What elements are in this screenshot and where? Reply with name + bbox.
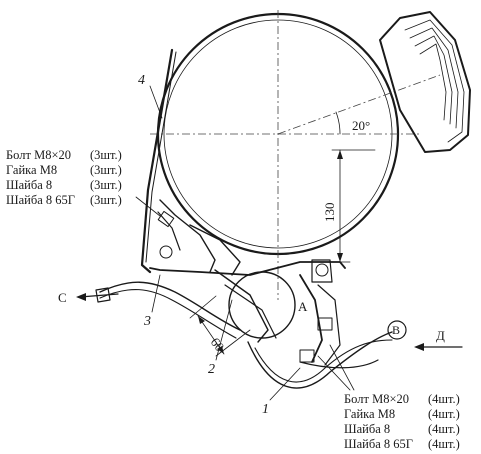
- callout-right-qty: (4шт.): [428, 392, 460, 406]
- arrow-C-line: [79, 293, 119, 298]
- callout-right-item: Гайка М8: [344, 407, 395, 421]
- guard-plate-inner: [145, 51, 177, 263]
- callout-right-item: Шайба 8 65Г: [344, 437, 413, 451]
- leader-right-group-1: [317, 355, 351, 391]
- callout-right-qty: (4шт.): [428, 437, 460, 451]
- leader-2: [215, 299, 233, 361]
- hose-right: [247, 331, 393, 389]
- callout-left-qty: (3шт.): [90, 148, 122, 162]
- arrow-D-head: [414, 343, 424, 351]
- angle-label: 20°: [352, 118, 370, 133]
- leader-left-group: [135, 196, 161, 217]
- callout-left-item: Шайба 8 65Г: [6, 193, 75, 207]
- arrow-C-head: [76, 293, 86, 301]
- callout-right-qty: (4шт.): [428, 407, 460, 421]
- dim-60-ext-1: [189, 295, 217, 319]
- angled-centerline: [277, 74, 441, 135]
- guard-plate: [140, 48, 174, 274]
- position-2: 2: [208, 362, 215, 377]
- callout-right-item: Шайба 8: [344, 422, 390, 436]
- leader-1: [269, 367, 301, 401]
- callout-right-group: Болт М8×20 (4шт.) Гайка М8 (4шт.) Шайба …: [344, 392, 460, 451]
- point-B: В: [392, 323, 400, 337]
- mounting-bracket: [149, 199, 346, 283]
- position-1: 1: [262, 402, 269, 417]
- leader-right-group-2: [329, 344, 355, 391]
- callout-left-qty: (3шт.): [90, 163, 122, 177]
- dim-130-arrow-bottom: [337, 253, 343, 262]
- dim-130-arrow-top: [337, 150, 343, 159]
- dim-60-arrow-1: [198, 316, 205, 324]
- hose-left-2: [99, 288, 237, 339]
- hose-bottom: [299, 359, 379, 369]
- dim-60-label: 60: [208, 335, 228, 354]
- callout-right-item: Болт М8×20: [344, 392, 409, 406]
- dim-130-label: 130: [322, 203, 337, 223]
- fitting-left: [95, 287, 111, 303]
- point-A: А: [298, 299, 308, 314]
- point-C: С: [58, 290, 67, 305]
- hose-left: [99, 281, 241, 331]
- point-D: Д: [436, 328, 445, 343]
- callout-left-item: Болт М8×20: [6, 148, 71, 162]
- callout-left-item: Гайка М8: [6, 163, 57, 177]
- callout-left-group: Болт М8×20 (3шт.) Гайка М8 (3шт.) Шайба …: [6, 148, 122, 207]
- dim-60-arrow-2: [217, 346, 224, 354]
- hose-right-2: [254, 339, 393, 383]
- clamp-assembly: [214, 269, 341, 366]
- angle-arc: [335, 111, 341, 135]
- callout-left-qty: (3шт.): [90, 178, 122, 192]
- leader-3: [151, 274, 161, 313]
- callout-left-qty: (3шт.): [90, 193, 122, 207]
- leader-4: [149, 85, 163, 119]
- motor-housing: [379, 11, 471, 153]
- position-3: 3: [143, 314, 151, 329]
- callout-left-item: Шайба 8: [6, 178, 52, 192]
- position-4: 4: [138, 73, 145, 88]
- callout-right-qty: (4шт.): [428, 422, 460, 436]
- point-B-circle: [387, 320, 407, 340]
